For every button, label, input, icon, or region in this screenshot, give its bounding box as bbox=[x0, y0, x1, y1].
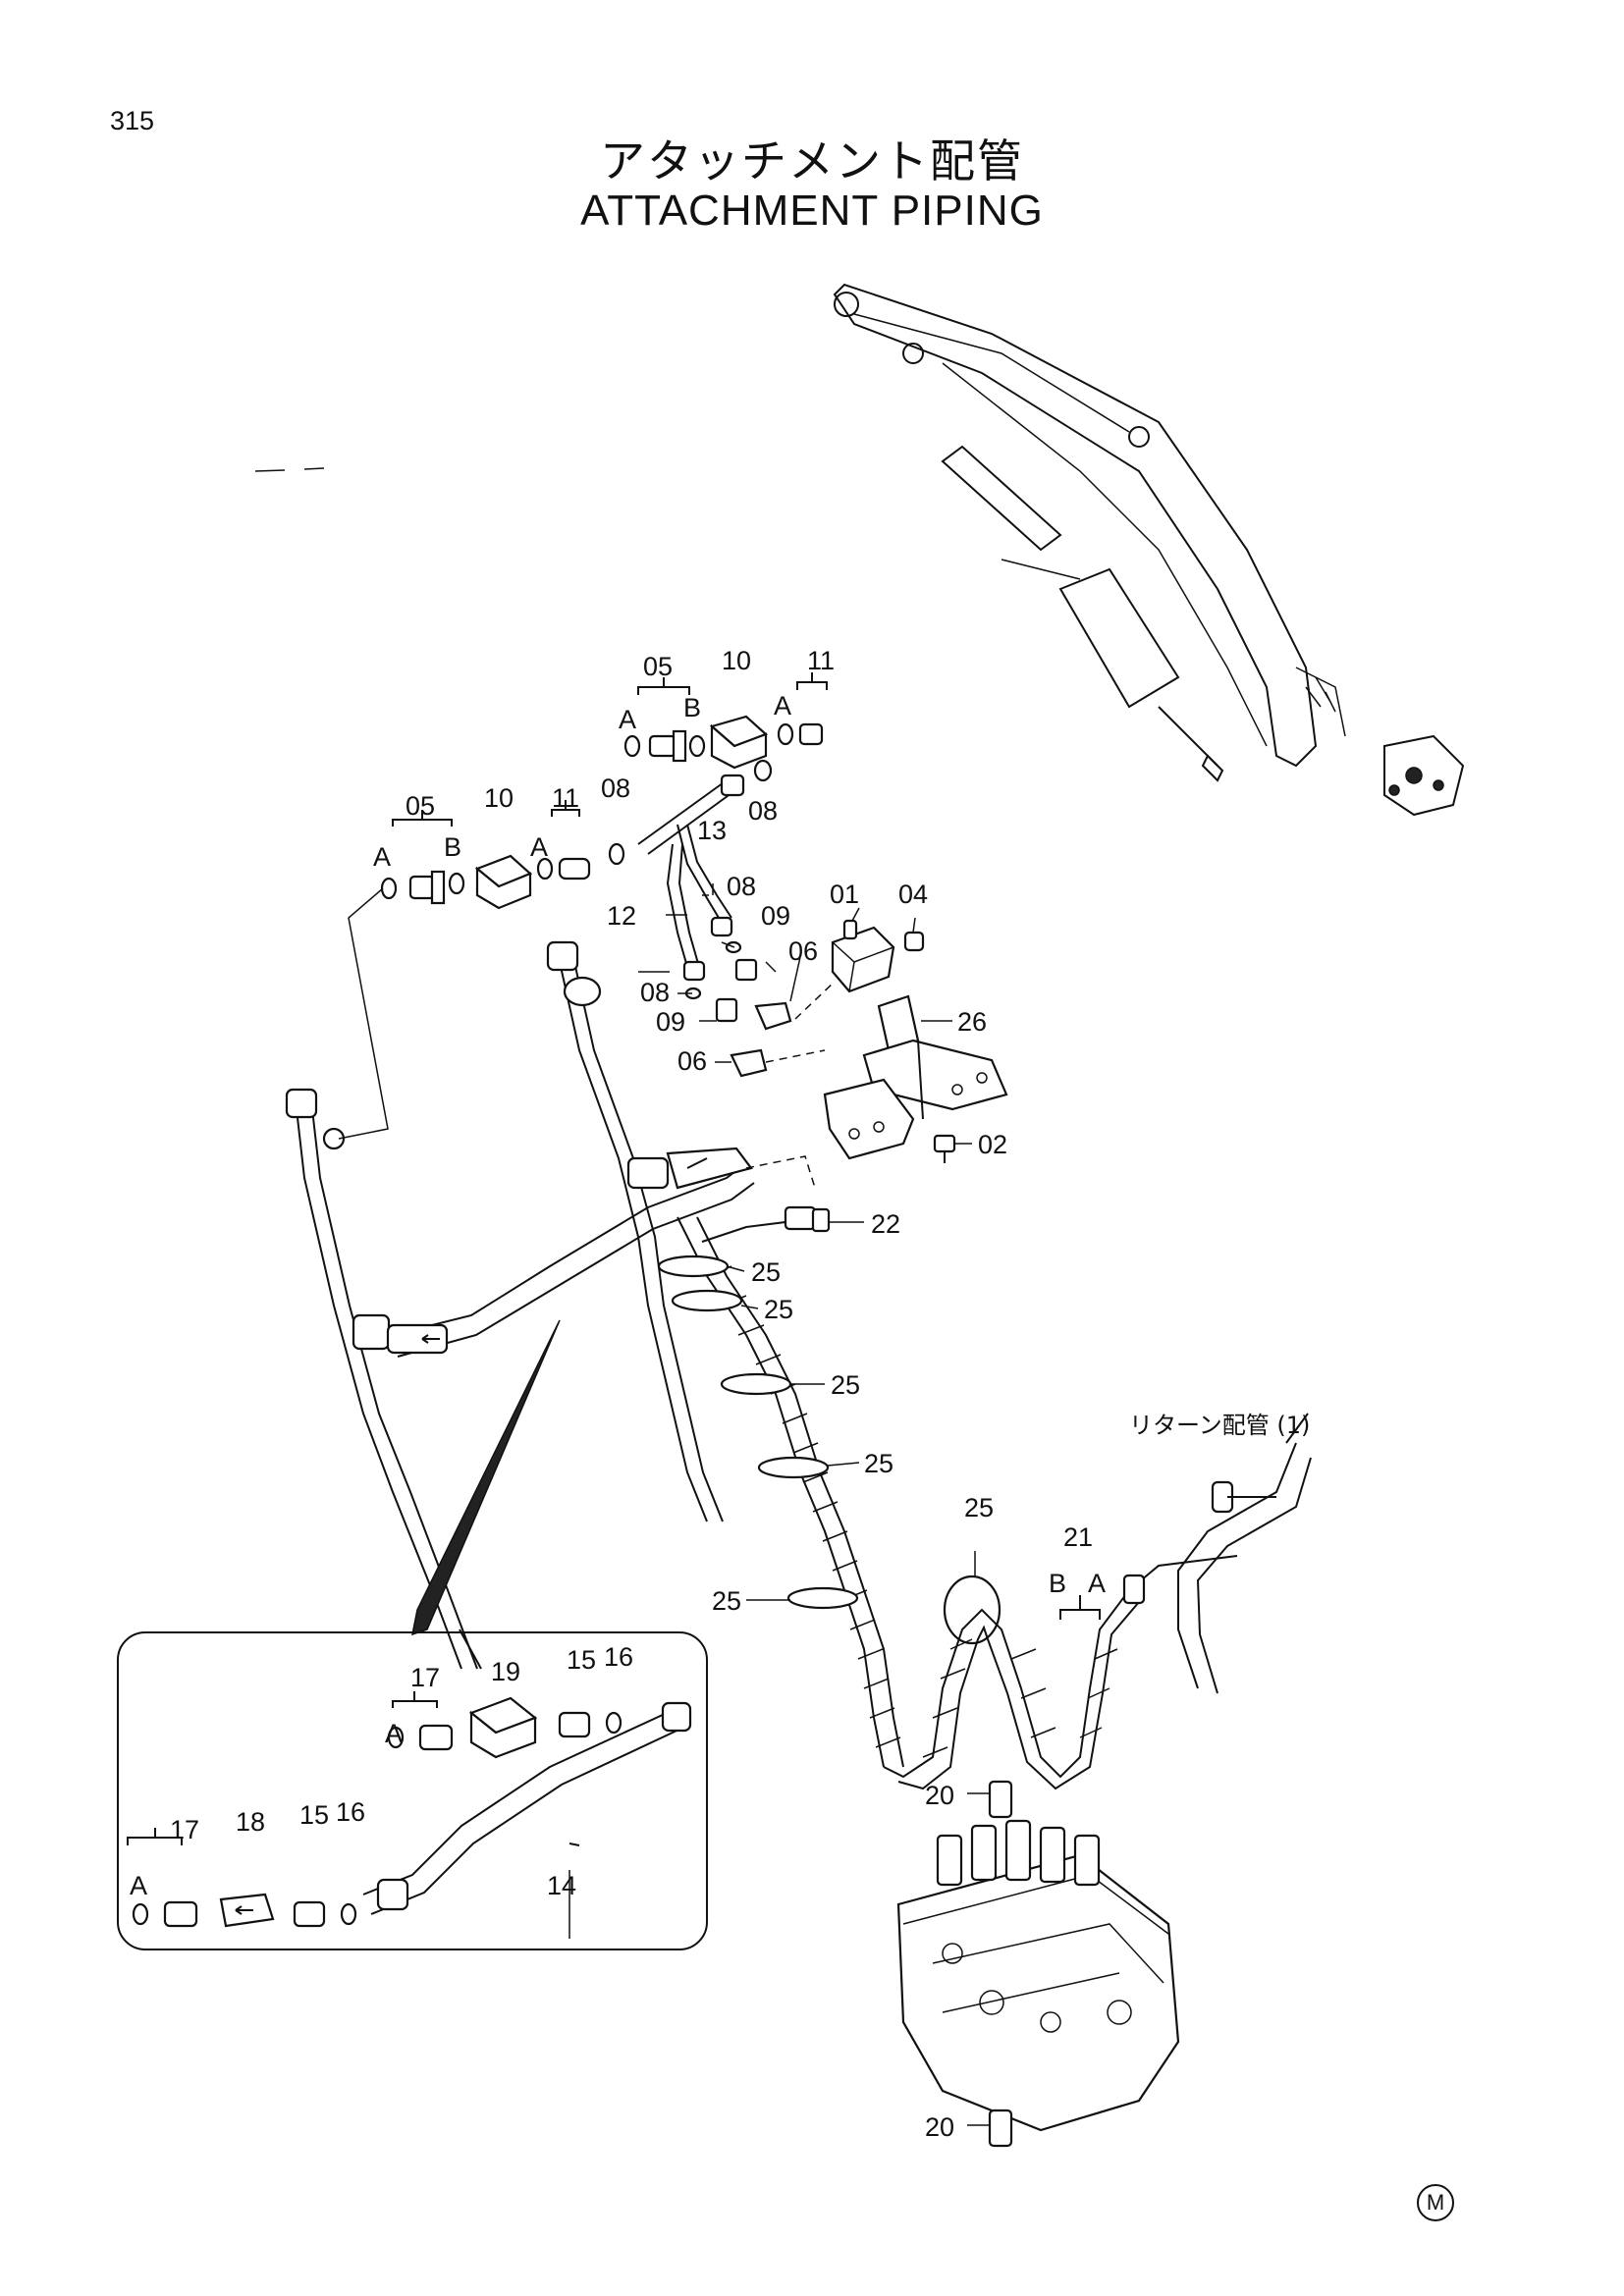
callout-21: 21 bbox=[1063, 1522, 1093, 1552]
label-a: A bbox=[530, 832, 548, 862]
label-a: A bbox=[1088, 1569, 1106, 1598]
label-b: B bbox=[1049, 1569, 1066, 1598]
callout-01: 01 bbox=[830, 880, 859, 909]
callout-06: 06 bbox=[788, 936, 818, 966]
label-a: A bbox=[619, 705, 636, 734]
label-a: A bbox=[774, 691, 791, 721]
page-number: 315 bbox=[110, 106, 155, 135]
callout-08: 08 bbox=[727, 872, 756, 901]
callout-16: 16 bbox=[604, 1642, 633, 1672]
callout-19: 19 bbox=[491, 1657, 520, 1686]
callout-17: 17 bbox=[170, 1815, 199, 1844]
callout-20: 20 bbox=[925, 2112, 954, 2142]
boom-arm-illustration bbox=[254, 283, 1465, 817]
callout-26: 26 bbox=[957, 1007, 987, 1037]
callout-22: 22 bbox=[871, 1209, 900, 1239]
return-piping bbox=[1177, 1413, 1312, 1694]
label-a: A bbox=[373, 842, 391, 872]
callout-16: 16 bbox=[336, 1797, 365, 1827]
callout-08: 08 bbox=[601, 774, 630, 803]
callout-08: 08 bbox=[748, 796, 778, 826]
label-a: A bbox=[130, 1871, 147, 1900]
upper-fittings-group bbox=[380, 672, 1008, 1163]
callout-11: 11 bbox=[552, 783, 579, 813]
callout-12: 12 bbox=[607, 901, 636, 931]
title-japanese: アタッチメント配管 bbox=[600, 134, 1024, 187]
callout-04: 04 bbox=[898, 880, 928, 909]
page-title: ATTACHMENT PIPING bbox=[580, 187, 1044, 235]
callout-09: 09 bbox=[761, 901, 790, 931]
callout-18: 18 bbox=[236, 1807, 265, 1837]
leader-lines bbox=[568, 883, 990, 2126]
callout-08: 08 bbox=[640, 978, 670, 1007]
callout-25: 25 bbox=[764, 1295, 793, 1324]
manufacturer-mark: M bbox=[1417, 2184, 1454, 2221]
callout-labels: 05 10 11 A B A 08 05 10 11 08 A B A 13 1… bbox=[130, 646, 1310, 2142]
callout-25: 25 bbox=[751, 1257, 781, 1287]
callout-25: 25 bbox=[831, 1370, 860, 1400]
label-b: B bbox=[444, 832, 461, 862]
callout-05: 05 bbox=[406, 791, 435, 821]
callout-10: 10 bbox=[484, 783, 514, 813]
callout-02: 02 bbox=[978, 1130, 1007, 1159]
callout-17: 17 bbox=[410, 1663, 440, 1692]
callout-25: 25 bbox=[964, 1493, 994, 1522]
main-pipe-assembly bbox=[285, 887, 816, 1670]
control-valve-illustration bbox=[896, 1780, 1180, 2148]
callout-06: 06 bbox=[677, 1046, 707, 1076]
detail-inset bbox=[117, 1631, 708, 1950]
callout-15: 15 bbox=[567, 1645, 596, 1675]
callout-09: 09 bbox=[656, 1007, 685, 1037]
callout-15: 15 bbox=[299, 1800, 329, 1830]
callout-25: 25 bbox=[864, 1449, 893, 1478]
callout-13: 13 bbox=[697, 816, 727, 845]
hose-assembly bbox=[657, 1205, 1238, 1790]
callout-14: 14 bbox=[547, 1871, 576, 1900]
callout-11: 11 bbox=[807, 646, 835, 675]
callout-05: 05 bbox=[643, 652, 673, 681]
callout-20: 20 bbox=[925, 1781, 954, 1810]
label-b: B bbox=[683, 693, 701, 722]
callout-10: 10 bbox=[722, 646, 751, 675]
callout-25: 25 bbox=[712, 1586, 741, 1616]
return-piping-label: リターン配管 (1) bbox=[1129, 1412, 1310, 1439]
label-a: A bbox=[385, 1719, 403, 1748]
